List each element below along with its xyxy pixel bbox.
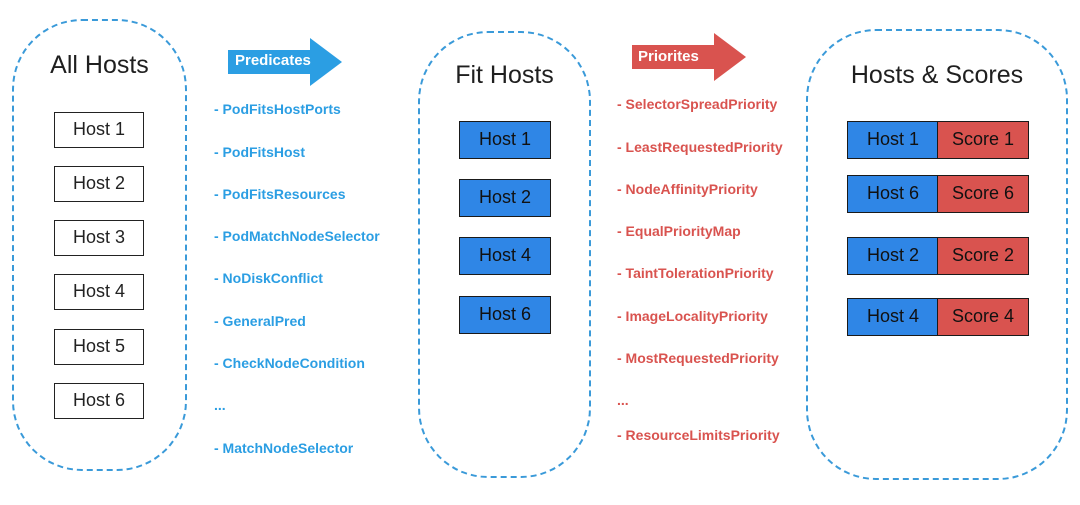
fit-host-box: Host 4 bbox=[459, 237, 551, 275]
all-hosts-group: All Hosts bbox=[12, 19, 187, 471]
predicate-item: - PodMatchNodeSelector bbox=[214, 228, 380, 244]
predicates-arrow: Predicates bbox=[228, 38, 342, 86]
priorities-arrow: Priorites bbox=[632, 33, 746, 81]
score-box: Score 6 bbox=[937, 175, 1029, 213]
predicate-ellipsis: ... bbox=[214, 397, 226, 413]
priority-item: - EqualPriorityMap bbox=[617, 223, 741, 239]
predicate-item: - NoDiskConflict bbox=[214, 270, 323, 286]
all-host-box: Host 5 bbox=[54, 329, 144, 365]
all-host-box: Host 6 bbox=[54, 383, 144, 419]
priority-item: - MostRequestedPriority bbox=[617, 350, 779, 366]
priority-item: - LeastRequestedPriority bbox=[617, 139, 783, 155]
scored-host-box: Host 4 bbox=[847, 298, 939, 336]
priority-ellipsis: ... bbox=[617, 392, 629, 408]
priorities-label: Priorites bbox=[638, 48, 699, 65]
scored-host-box: Host 1 bbox=[847, 121, 939, 159]
score-box: Score 4 bbox=[937, 298, 1029, 336]
predicate-item: - CheckNodeCondition bbox=[214, 355, 365, 371]
priority-item: - ResourceLimitsPriority bbox=[617, 427, 780, 443]
scored-host-box: Host 6 bbox=[847, 175, 939, 213]
priority-item: - NodeAffinityPriority bbox=[617, 181, 758, 197]
fit-hosts-title: Fit Hosts bbox=[455, 61, 554, 89]
all-host-box: Host 2 bbox=[54, 166, 144, 202]
predicate-item: - PodFitsResources bbox=[214, 186, 346, 202]
score-box: Score 1 bbox=[937, 121, 1029, 159]
score-box: Score 2 bbox=[937, 237, 1029, 275]
all-host-box: Host 4 bbox=[54, 274, 144, 310]
all-host-box: Host 3 bbox=[54, 220, 144, 256]
predicate-item: - GeneralPred bbox=[214, 313, 306, 329]
all-hosts-title: All Hosts bbox=[50, 51, 149, 79]
priority-item: - SelectorSpreadPriority bbox=[617, 96, 778, 112]
fit-hosts-group: Fit Hosts bbox=[418, 31, 591, 478]
priority-item: - TaintTolerationPriority bbox=[617, 265, 774, 281]
predicate-item: - MatchNodeSelector bbox=[214, 440, 354, 456]
predicate-item: - PodFitsHost bbox=[214, 144, 305, 160]
fit-host-box: Host 1 bbox=[459, 121, 551, 159]
predicates-label: Predicates bbox=[235, 52, 311, 69]
hosts-scores-title: Hosts & Scores bbox=[850, 61, 1024, 89]
hosts-scores-group: Hosts & Scores bbox=[806, 29, 1068, 480]
predicate-item: - PodFitsHostPorts bbox=[214, 101, 341, 117]
priority-item: - ImageLocalityPriority bbox=[617, 308, 768, 324]
all-host-box: Host 1 bbox=[54, 112, 144, 148]
fit-host-box: Host 6 bbox=[459, 296, 551, 334]
fit-host-box: Host 2 bbox=[459, 179, 551, 217]
scored-host-box: Host 2 bbox=[847, 237, 939, 275]
